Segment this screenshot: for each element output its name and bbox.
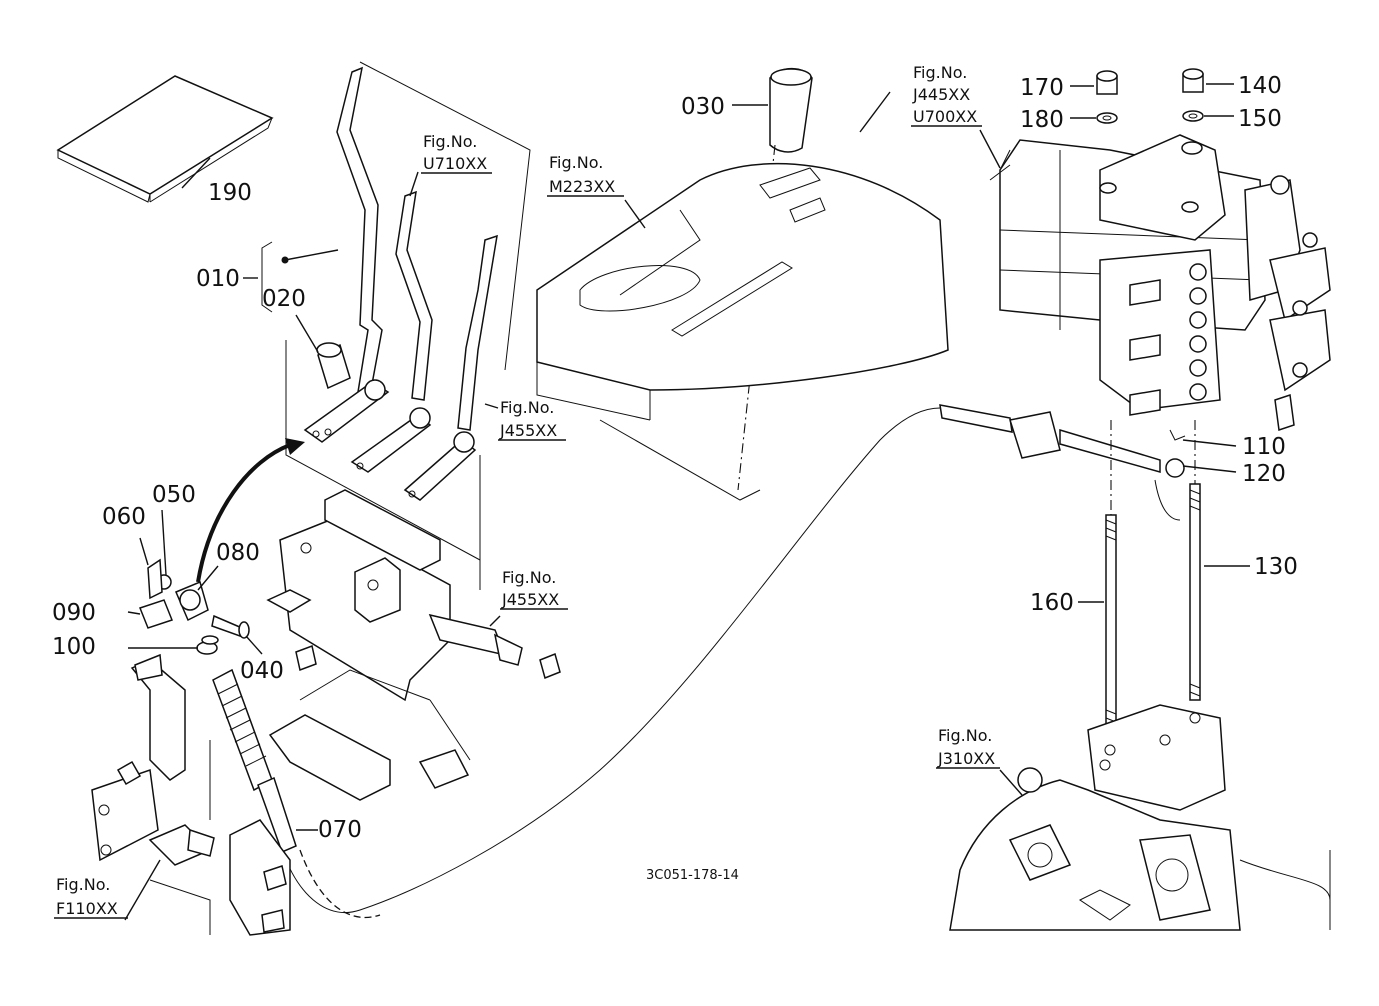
svg-text:J455XX: J455XX [501,590,559,609]
label-100: 100 [52,634,96,660]
label-080: 080 [216,540,260,566]
fig-ref-j445-u700: Fig.No. J445XX U700XX [911,63,982,127]
leader-lines [124,83,1250,921]
label-020: 020 [262,286,306,312]
svg-text:M223XX: M223XX [549,177,615,196]
svg-text:Fig.No.: Fig.No. [500,398,554,417]
part-labels: 190 010 020 030 040 050 060 070 080 090 … [52,73,1298,843]
svg-text:J445XX: J445XX [912,85,970,104]
nuts-and-washers [1096,68,1204,124]
label-140: 140 [1238,73,1282,99]
svg-text:F110XX: F110XX [56,899,118,918]
label-160: 160 [1030,590,1074,616]
label-070: 070 [318,817,362,843]
svg-text:Fig.No.: Fig.No. [549,153,603,172]
label-060: 060 [102,504,146,530]
fig-ref-j455-upper: Fig.No. J455XX [498,398,566,441]
label-120: 120 [1242,461,1286,487]
drawing-code: 3C051-178-14 [646,868,739,883]
label-150: 150 [1238,106,1282,132]
cable-end-fitting [939,404,1186,521]
label-180: 180 [1020,107,1064,133]
rod-parts [1105,420,1201,731]
bush-part [316,342,351,390]
control-cable [212,407,941,919]
label-090: 090 [52,600,96,626]
control-valve-block [989,134,1331,431]
svg-text:J310XX: J310XX [937,749,995,768]
svg-text:U700XX: U700XX [913,107,977,126]
control-lever-left [303,66,390,443]
assembly-arrow [196,438,305,583]
lower-fork-plate [268,669,471,801]
svg-text:U710XX: U710XX [423,154,487,173]
svg-text:Fig.No.: Fig.No. [423,132,477,151]
label-010: 010 [196,266,240,292]
hitch-housing [949,704,1331,931]
label-110: 110 [1242,434,1286,460]
lever-group-outline [285,61,531,590]
label-040: 040 [240,658,284,684]
control-lever-middle [350,190,433,473]
label-190: 190 [208,180,252,206]
lever-bracket [266,489,561,702]
label-130: 130 [1254,554,1298,580]
svg-text:Fig.No.: Fig.No. [502,568,556,587]
label-050: 050 [152,482,196,508]
fig-ref-m223: Fig.No. M223XX [547,153,624,197]
svg-text:Fig.No.: Fig.No. [913,63,967,82]
frame-bracket [91,653,291,936]
svg-text:Fig.No.: Fig.No. [938,726,992,745]
manual-booklet-part [56,75,274,203]
label-170: 170 [1020,75,1064,101]
svg-text:Fig.No.: Fig.No. [56,875,110,894]
label-030: 030 [681,94,725,120]
figure-references: Fig.No. U710XX Fig.No. M223XX Fig.No. J4… [54,63,1000,919]
control-lever-right [403,234,498,501]
fig-ref-f110: Fig.No. F110XX [54,875,128,919]
svg-text:J455XX: J455XX [499,421,557,440]
console-cover [536,162,949,501]
small-hardware [139,558,250,655]
shift-knob-part [737,67,813,491]
fig-ref-u710: Fig.No. U710XX [421,132,492,174]
fig-ref-j455-lower: Fig.No. J455XX [500,568,568,610]
fig-ref-j310: Fig.No. J310XX [936,726,1000,769]
